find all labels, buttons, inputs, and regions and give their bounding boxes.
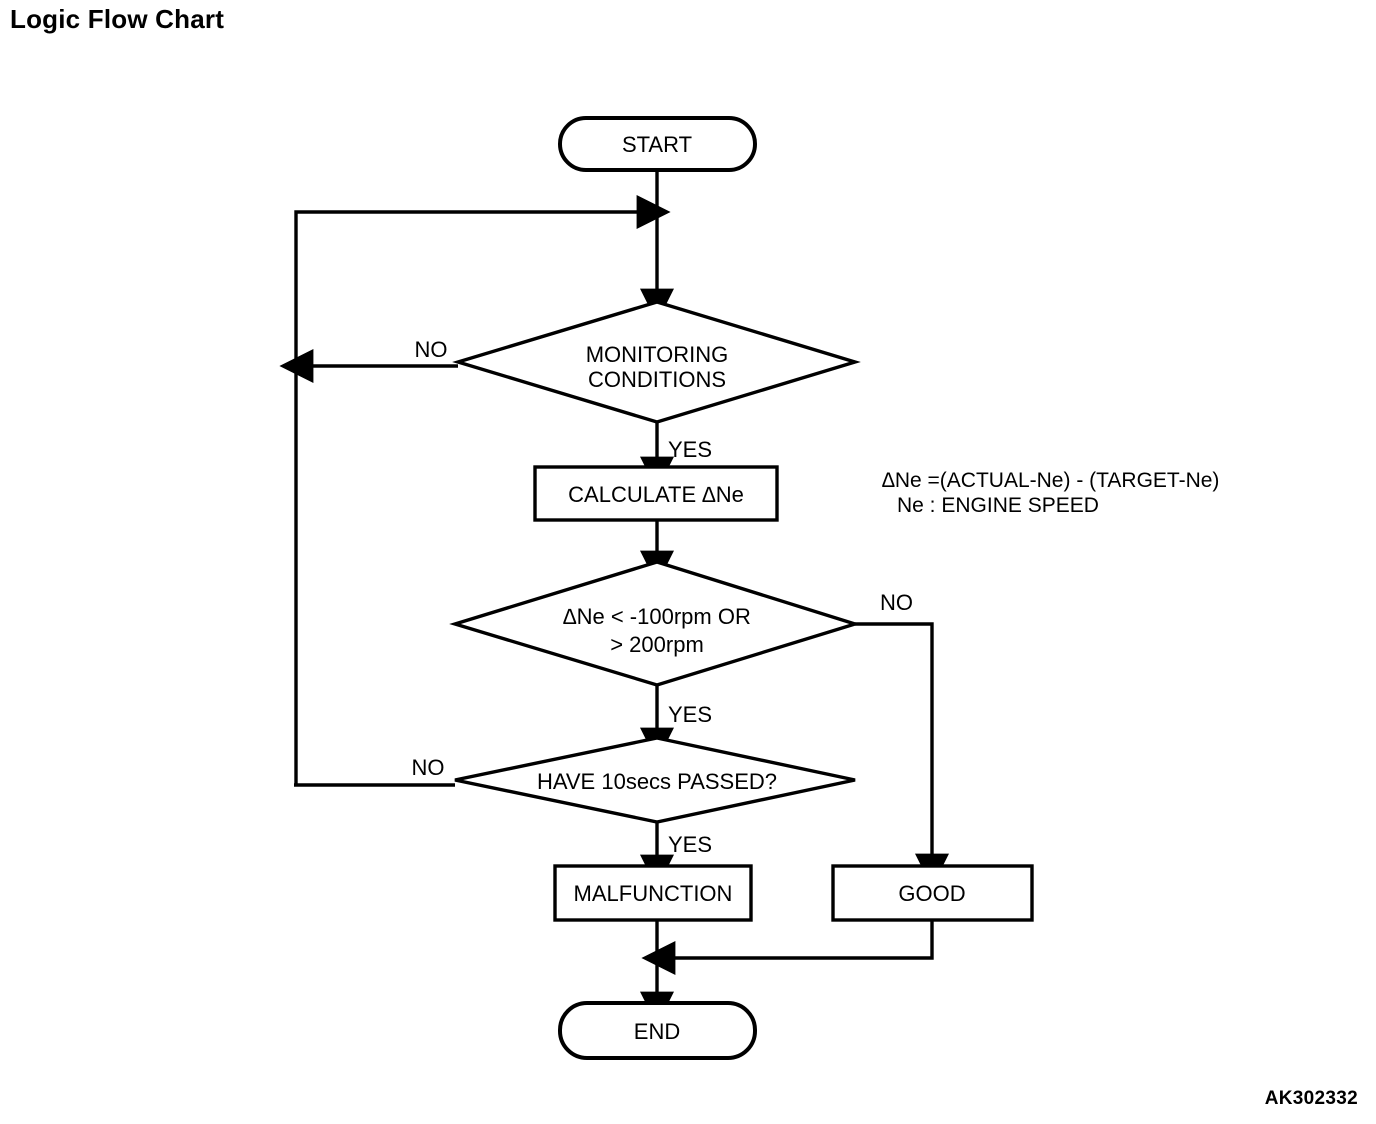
node-monitoring-conditions-label-line2: CONDITIONS: [588, 367, 726, 392]
node-timer[interactable]: HAVE 10secs PASSED?: [454, 736, 856, 824]
branch-label-threshold-yes: YES: [668, 702, 712, 727]
node-threshold-label-delta: ∆: [563, 604, 577, 629]
branch-label-threshold-no: NO: [880, 590, 913, 615]
node-good[interactable]: GOOD: [831, 864, 1034, 922]
node-malfunction-label: MALFUNCTION: [574, 881, 733, 906]
node-malfunction[interactable]: MALFUNCTION: [553, 864, 753, 922]
node-monitoring-conditions-label-line1: MONITORING: [586, 342, 729, 367]
legend-line-1-text: Ne =(ACTUAL-Ne) - (TARGET-Ne): [895, 469, 1220, 492]
branch-label-monitoring-no: NO: [415, 337, 448, 362]
node-calculate-label-prefix: CALCULATE: [568, 482, 702, 507]
node-monitoring-conditions[interactable]: MONITORING CONDITIONS: [452, 300, 861, 424]
node-threshold-label-line2: > 200rpm: [610, 632, 704, 657]
branch-label-timer-yes: YES: [668, 832, 712, 857]
node-timer-label: HAVE 10secs PASSED?: [537, 769, 777, 794]
node-calculate[interactable]: CALCULATE ∆Ne: [533, 465, 779, 522]
node-good-label: GOOD: [898, 881, 965, 906]
edge-threshold-yes: YES: [640, 685, 712, 762]
branch-label-timer-no: NO: [412, 755, 445, 780]
legend-formula: ∆Ne =(ACTUAL-Ne) - (TARGET-Ne) Ne : ENGI…: [882, 469, 1219, 517]
edge-monitoring-no: NO: [279, 337, 458, 383]
branch-label-monitoring-yes: YES: [668, 437, 712, 462]
legend-line-2: Ne : ENGINE SPEED: [897, 494, 1099, 517]
page-title: Logic Flow Chart: [10, 4, 225, 34]
node-calculate-label-delta: ∆: [702, 482, 716, 507]
edge-threshold-no: NO: [855, 590, 949, 888]
node-threshold-label-line1: ∆Ne < -100rpm OR: [563, 604, 751, 629]
node-start-label: START: [622, 132, 692, 157]
node-calculate-label: CALCULATE ∆Ne: [568, 482, 744, 507]
legend-line-1: ∆Ne =(ACTUAL-Ne) - (TARGET-Ne): [882, 469, 1219, 492]
node-end[interactable]: END: [558, 1001, 757, 1060]
edge-good-to-end: [641, 920, 934, 975]
legend-line-1-delta: ∆: [882, 469, 895, 492]
edge-timer-no: NO: [294, 755, 455, 787]
edge-monitoring-yes: YES: [640, 422, 712, 491]
node-end-label: END: [634, 1019, 680, 1044]
edge-feedback-loop: [294, 195, 671, 786]
reference-code: AK302332: [1264, 1088, 1358, 1109]
node-start[interactable]: START: [558, 116, 757, 172]
node-threshold-label-line1-text: Ne < -100rpm OR: [577, 604, 751, 629]
node-threshold[interactable]: ∆Ne < -100rpm OR > 200rpm: [449, 560, 861, 687]
edge-timer-yes: YES: [640, 822, 712, 889]
node-calculate-label-suffix: Ne: [716, 482, 744, 507]
